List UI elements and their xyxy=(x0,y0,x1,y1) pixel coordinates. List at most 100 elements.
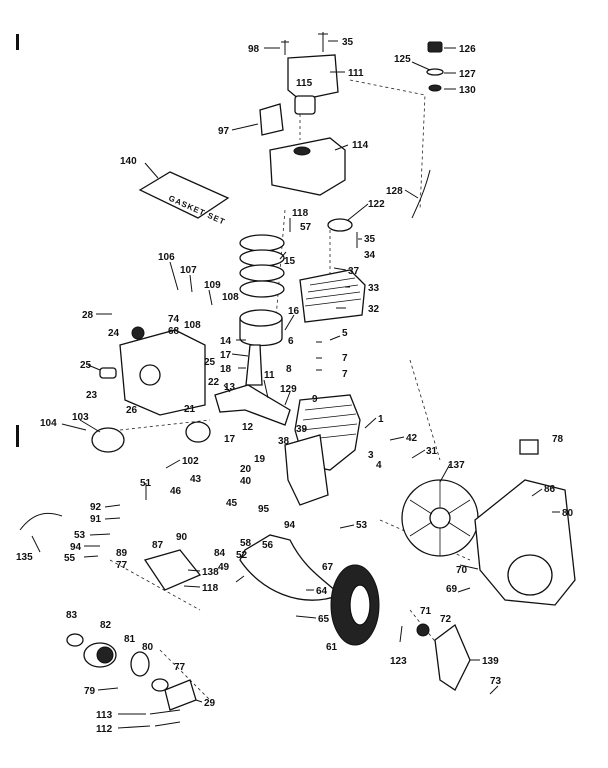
callout: 1 xyxy=(378,414,384,425)
callout: 127 xyxy=(459,69,476,80)
callout: 94 xyxy=(284,520,296,531)
callout: 53 xyxy=(356,520,368,531)
callout: 87 xyxy=(152,540,164,551)
callout: 19 xyxy=(254,454,266,465)
callout: 118 xyxy=(202,583,219,594)
callout: 102 xyxy=(182,456,199,467)
callout: 126 xyxy=(459,44,476,55)
callout: 69 xyxy=(446,584,458,595)
part-80 xyxy=(130,651,150,677)
callout: 71 xyxy=(420,606,432,617)
callout: 130 xyxy=(459,85,476,96)
callout: 84 xyxy=(214,548,226,559)
callout: 82 xyxy=(100,620,112,631)
callout: 42 xyxy=(406,433,418,444)
callout: 11 xyxy=(264,370,275,381)
callout: 68 xyxy=(168,326,180,337)
callout: 123 xyxy=(390,656,407,667)
callout: 137 xyxy=(448,460,465,471)
callout: 108 xyxy=(184,320,201,331)
callout: 16 xyxy=(288,306,300,317)
fuel-cap xyxy=(294,95,316,115)
callout: 122 xyxy=(368,199,385,210)
callout: 83 xyxy=(66,610,78,621)
washer-83 xyxy=(66,633,84,647)
callout: 92 xyxy=(90,502,102,513)
part-122 xyxy=(327,218,353,232)
callout: 13 xyxy=(224,382,236,393)
callout: 112 xyxy=(96,724,113,735)
callout: 64 xyxy=(316,586,328,597)
callout-numbers: 35 98 111 125 126 127 130 115 97 114 140… xyxy=(16,37,574,735)
rod-113 xyxy=(149,709,181,715)
crankcase-cover-seal xyxy=(139,364,161,386)
callout: 108 xyxy=(222,292,239,303)
callout: 32 xyxy=(368,304,380,315)
callout: 55 xyxy=(64,553,76,564)
callout: 113 xyxy=(96,710,113,721)
housing-38 xyxy=(284,434,329,506)
callout: 39 xyxy=(296,424,308,435)
engine-block-fins xyxy=(301,404,358,441)
callout: 74 xyxy=(168,314,180,325)
callout: 31 xyxy=(426,446,438,457)
callout: 21 xyxy=(184,404,196,415)
callout: 53 xyxy=(74,530,86,541)
callout: 56 xyxy=(262,540,274,551)
part-130 xyxy=(428,84,442,92)
callout: 72 xyxy=(440,614,452,625)
callout: 46 xyxy=(170,486,182,497)
callout: 135 xyxy=(16,552,33,563)
part-126 xyxy=(427,41,443,53)
flywheel-hub xyxy=(429,507,451,529)
callout: 129 xyxy=(280,384,297,395)
blower-housing-opening xyxy=(507,554,553,596)
rod-112 xyxy=(154,721,181,727)
flywheel-fins xyxy=(409,480,471,556)
callout: 22 xyxy=(208,377,220,388)
piston-ring-3 xyxy=(239,264,285,282)
bracket-97 xyxy=(259,103,284,136)
connecting-rod xyxy=(245,344,263,386)
fuel-tank-filler xyxy=(293,146,311,156)
callout: 24 xyxy=(108,328,120,339)
callout: 14 xyxy=(220,336,232,347)
callout: 3 xyxy=(368,450,374,461)
callout: 33 xyxy=(368,283,380,294)
callout: 67 xyxy=(322,562,334,573)
callout: 77 xyxy=(174,662,186,673)
part-23 xyxy=(99,367,117,379)
callout: 25 xyxy=(204,357,216,368)
callout: 95 xyxy=(258,504,270,515)
gear-21 xyxy=(185,421,211,443)
crankshaft xyxy=(214,384,291,426)
screw-35-top xyxy=(318,32,328,52)
plate-78 xyxy=(519,439,539,455)
callout: 86 xyxy=(544,484,556,495)
callout: 20 xyxy=(240,464,252,475)
screw-73 xyxy=(489,685,499,695)
callout: 61 xyxy=(326,642,338,653)
crankcase-cover xyxy=(119,329,206,416)
callout: 89 xyxy=(116,548,128,559)
callout: 26 xyxy=(126,405,138,416)
callout: 80 xyxy=(142,642,154,653)
callout: 106 xyxy=(158,252,175,263)
callout: 7 xyxy=(342,369,348,380)
callout: 91 xyxy=(90,514,102,525)
callout: 58 xyxy=(240,538,252,549)
fuel-line xyxy=(411,169,431,219)
callout: 6 xyxy=(288,336,294,347)
callout: 49 xyxy=(218,562,230,573)
callout: 78 xyxy=(552,434,564,445)
scan-mark-left-mid xyxy=(16,425,19,447)
parts: GASKET SET xyxy=(19,32,576,727)
callout: 125 xyxy=(394,54,411,65)
piston-ring-2 xyxy=(239,249,285,267)
callout: 29 xyxy=(204,698,216,709)
callout: 34 xyxy=(364,250,376,261)
cylinder-head xyxy=(299,269,366,323)
fuel-tank xyxy=(269,137,346,196)
callout: 65 xyxy=(318,614,330,625)
